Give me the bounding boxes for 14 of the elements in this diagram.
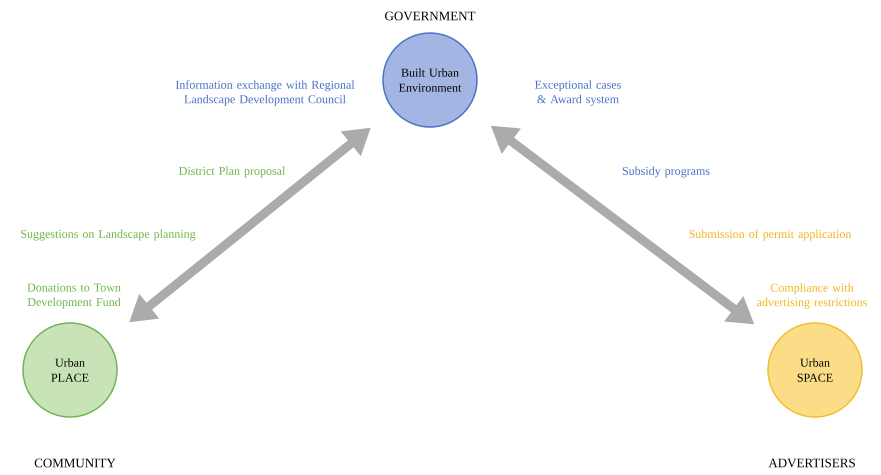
flow-label: Subsidy programs [622, 166, 710, 178]
flow-label: Donations to Town Development Fund [27, 284, 121, 308]
circle-node: Urban PLACE [22, 322, 118, 418]
circle-node: Urban SPACE [767, 322, 863, 418]
flow-label: District Plan proposal [179, 166, 286, 178]
flow-label: Submission of permit application [689, 230, 852, 240]
group-label: COMMUNITY [34, 458, 116, 468]
flow-label: Information exchange with Regional Landscape Development Council [176, 80, 354, 106]
group-label: ADVERTISERS [768, 458, 855, 468]
group-label: GOVERNMENT [385, 12, 476, 20]
flow-label: Compliance with advertising restrictions [757, 283, 867, 309]
flow-label: Suggestions on Landscape planning [21, 230, 196, 240]
flow-label: Exceptional cases & Award system [535, 80, 621, 106]
circle-node: Built Urban Environment [382, 32, 478, 128]
